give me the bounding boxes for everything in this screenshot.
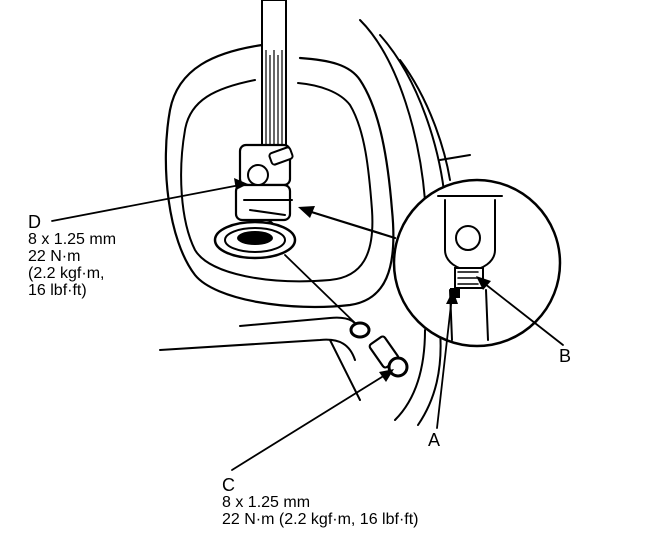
- rocker-line: [394, 329, 426, 421]
- lower-panel: [159, 338, 356, 361]
- gearbox-boot: [213, 220, 297, 260]
- callout-d-line-2: 22 N·m: [28, 248, 81, 265]
- leader-d: [51, 184, 241, 222]
- bolt: [368, 335, 409, 378]
- callout-c-line-1: 8 x 1.25 mm: [222, 494, 311, 511]
- callout-d: D 8 x 1.25 mm 22 N·m (2.2 kgf·m, 16 lbf·…: [28, 213, 116, 299]
- frame-rail: [439, 154, 471, 161]
- body-panel-edge: [359, 19, 426, 201]
- detail-arrow-line: [303, 208, 397, 240]
- floor-opening-inner: [180, 79, 374, 283]
- callout-d-line-3: (2.2 kgf·m,: [28, 265, 105, 282]
- nut: [349, 321, 371, 339]
- callout-d-line-4: 16 lbf·ft): [28, 282, 87, 299]
- shaft-splines: [265, 50, 283, 145]
- callout-d-letter: D: [28, 212, 41, 232]
- body-panel-edge-2: [379, 34, 446, 201]
- callout-a-letter: A: [428, 430, 441, 450]
- leader-b: [479, 279, 564, 346]
- body-panel-edge-3: [399, 59, 451, 181]
- lower-panel-3: [329, 339, 361, 401]
- detail-joint: [437, 195, 503, 341]
- rocker-line-2: [417, 329, 442, 426]
- leader-c: [231, 371, 391, 471]
- leader-a-arrowhead: [446, 290, 458, 304]
- leader-a: [436, 295, 453, 429]
- detail-arrowhead: [298, 206, 315, 218]
- callout-c-line-2: 22 N·m (2.2 kgf·m, 16 lbf·ft): [222, 511, 419, 528]
- leader-c-arrowhead: [379, 369, 394, 382]
- detail-magnifier-circle: [392, 178, 562, 348]
- callout-b-letter: B: [559, 346, 572, 366]
- leader-b-arrowhead: [476, 276, 491, 290]
- leader-d-arrowhead: [234, 178, 248, 190]
- callout-d-line-1: 8 x 1.25 mm: [28, 231, 117, 248]
- callout-c-letter: C: [222, 475, 235, 495]
- lower-panel-2: [239, 316, 363, 336]
- bolt-axis: [284, 254, 357, 325]
- floor-opening-outer: [164, 43, 395, 309]
- callout-c: C 8 x 1.25 mm 22 N·m (2.2 kgf·m, 16 lbf·…: [222, 476, 419, 528]
